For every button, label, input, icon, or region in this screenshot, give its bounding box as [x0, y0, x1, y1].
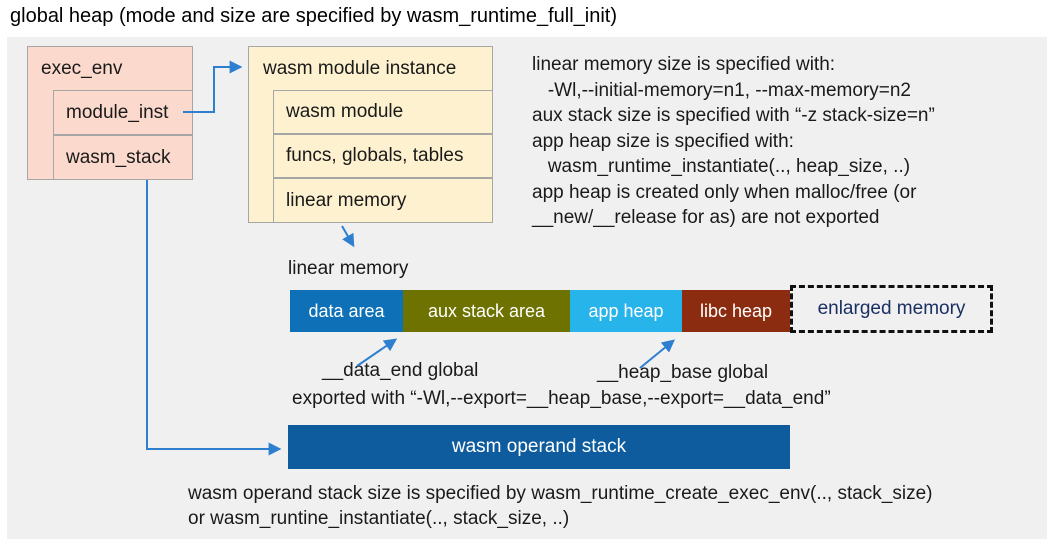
memory-size-notes: linear memory size is specified with: -W… — [532, 52, 935, 231]
linear-memory-row-label: linear memory — [286, 189, 407, 211]
heap-base-global-label: __heap_base global — [597, 362, 769, 383]
data-end-global-label: __data_end global — [322, 360, 479, 381]
segment-enlarged-memory-label: enlarged memory — [817, 298, 966, 319]
segment-aux-stack-area-label: aux stack area — [427, 300, 546, 321]
wasm-stack-label: wasm_stack — [66, 146, 171, 168]
segment-app-heap: app heap — [570, 290, 682, 332]
wasm-stack-box: wasm_stack — [53, 135, 193, 180]
operand-stack-note-line: or wasm_runtine_instantiate(.., stack_si… — [188, 508, 570, 529]
note-line: -Wl,--initial-memory=n1, --max-memory=n2 — [532, 79, 911, 101]
wasm-operand-stack-bar: wasm operand stack — [288, 425, 790, 469]
segment-app-heap-label: app heap — [588, 300, 664, 321]
funcs-globals-tables-label: funcs, globals, tables — [286, 145, 464, 166]
segment-libc-heap: libc heap — [682, 290, 790, 332]
linear-memory-row-box: linear memory — [273, 178, 493, 223]
note-line: app heap size is specified with: — [532, 130, 794, 152]
linear-memory-label: linear memory — [288, 258, 409, 279]
segment-libc-heap-label: libc heap — [699, 300, 773, 321]
wasm-operand-stack-label: wasm operand stack — [451, 436, 627, 457]
diagram-title: global heap (mode and size are specified… — [10, 5, 617, 27]
operand-stack-note-line: wasm operand stack size is specified by … — [188, 483, 933, 504]
funcs-globals-tables-box: funcs, globals, tables — [273, 134, 493, 178]
wasm-module-label: wasm module — [286, 101, 404, 122]
note-line: linear memory size is specified with: — [532, 54, 836, 75]
operand-stack-note: wasm operand stack size is specified by … — [188, 481, 933, 531]
segment-aux-stack-area: aux stack area — [403, 290, 570, 332]
exported-with-label: exported with “-Wl,--export=__heap_base,… — [292, 388, 831, 409]
wasm-module-box: wasm module — [273, 90, 493, 134]
note-line: aux stack size is specified with “-z sta… — [532, 105, 935, 126]
exec-env-title: exec_env — [41, 58, 123, 79]
segment-data-area: data area — [290, 290, 403, 332]
segment-enlarged-memory: enlarged memory — [790, 285, 993, 333]
wasm-module-instance-title: wasm module instance — [263, 58, 457, 79]
note-line: __new/__release for as) are not exported — [532, 207, 880, 228]
module-inst-box: module_inst — [53, 90, 193, 135]
module-inst-label: module_inst — [66, 101, 169, 123]
note-line: app heap is created only when malloc/fre… — [532, 181, 917, 203]
segment-data-area-label: data area — [308, 300, 385, 321]
note-line: wasm_runtime_instantiate(.., heap_size, … — [532, 156, 911, 177]
